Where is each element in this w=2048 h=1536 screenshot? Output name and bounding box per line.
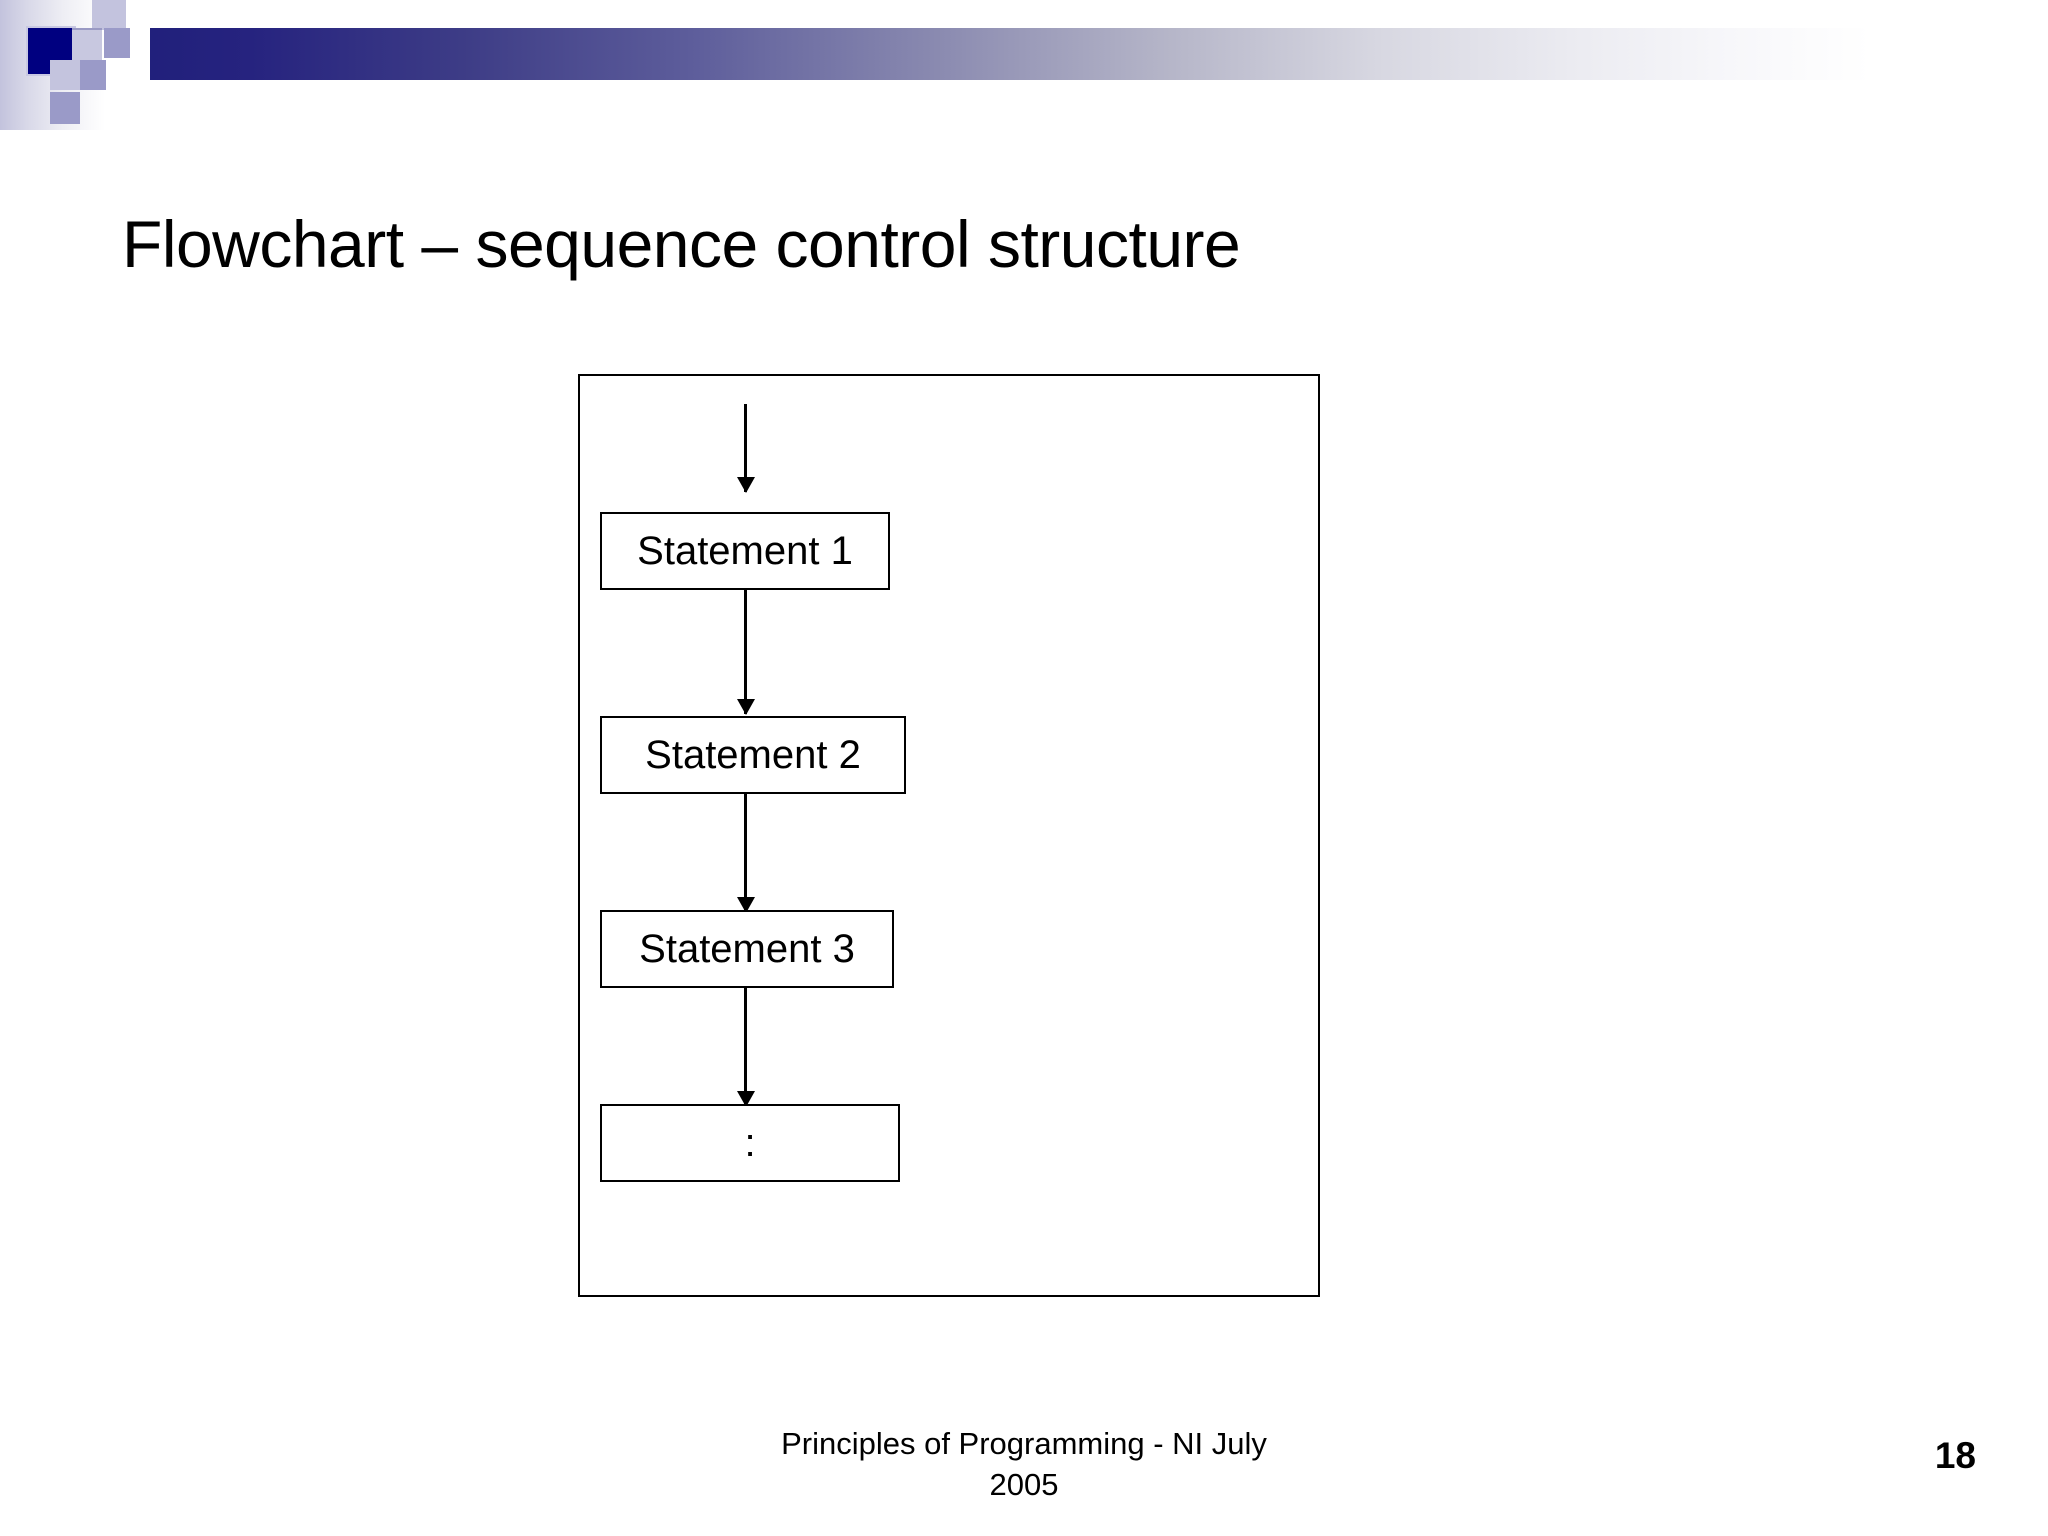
- flowchart-node-statement-2[interactable]: Statement 2: [600, 716, 906, 794]
- flowchart-node-statement-ellipsis[interactable]: :: [600, 1104, 900, 1182]
- header-lavender-square-2: [72, 28, 102, 60]
- flowchart-node-label: :: [744, 1121, 756, 1165]
- connector-statement-3-to-statement-ellipsis: [744, 988, 747, 1106]
- flowchart-node-statement-3[interactable]: Statement 3: [600, 910, 894, 988]
- slide-header-decoration: [0, 0, 2048, 130]
- footer-line-2: 2005: [989, 1466, 1059, 1502]
- slide-footer: Principles of Programming - NI July 2005: [0, 1424, 2048, 1506]
- header-lavender-square-1: [92, 0, 126, 30]
- flowchart-node-label: Statement 2: [645, 733, 861, 777]
- flowchart-node-stack: Statement 1 Statement 2 Statement 3 :: [580, 376, 1318, 1295]
- page-title: Flowchart – sequence control structure: [122, 207, 1241, 281]
- header-lavender-square-3: [104, 28, 130, 58]
- page-number: 18: [1934, 1435, 1976, 1476]
- flowchart-node-label: Statement 1: [637, 529, 853, 573]
- header-lavender-square-4: [50, 60, 80, 90]
- flowchart-node-label: Statement 3: [639, 927, 855, 971]
- connector-statement-2-to-statement-3: [744, 794, 747, 912]
- flowchart-node-statement-1[interactable]: Statement 1: [600, 512, 890, 590]
- header-gradient-band: [110, 28, 1870, 80]
- connector-entry-to-statement-1: [744, 404, 747, 492]
- header-lavender-square-6: [50, 92, 80, 124]
- flowchart-container: Statement 1 Statement 2 Statement 3 :: [578, 374, 1320, 1297]
- connector-statement-1-to-statement-2: [744, 590, 747, 714]
- footer-line-1: Principles of Programming - NI July: [781, 1426, 1267, 1461]
- header-lavender-square-5: [80, 60, 106, 90]
